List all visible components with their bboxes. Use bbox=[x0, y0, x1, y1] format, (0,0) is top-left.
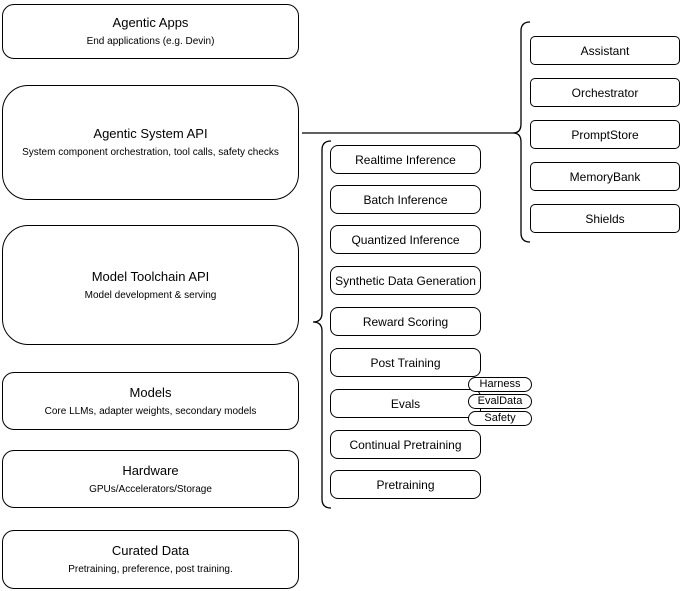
node-label: Batch Inference bbox=[363, 192, 448, 207]
node-label: Post Training bbox=[370, 355, 441, 370]
node-label: Continual Pretraining bbox=[349, 437, 462, 452]
node-evals-harness-tag: Harness bbox=[468, 377, 532, 392]
node-title: Hardware bbox=[122, 462, 179, 478]
node-label: EvalData bbox=[477, 395, 523, 407]
node-label: Shields bbox=[585, 211, 625, 226]
node-model-toolchain-api: Model Toolchain API Model development & … bbox=[2, 225, 299, 345]
node-batch-inference: Batch Inference bbox=[330, 185, 481, 214]
node-subtitle: System component orchestration, tool cal… bbox=[22, 147, 279, 158]
node-title: Agentic System API bbox=[93, 126, 208, 141]
node-title: Agentic Apps bbox=[112, 15, 189, 30]
node-subtitle: Core LLMs, adapter weights, secondary mo… bbox=[44, 405, 257, 417]
brace-system-components bbox=[512, 21, 531, 243]
node-agentic-system-api: Agentic System API System component orch… bbox=[2, 85, 299, 200]
node-label: Pretraining bbox=[376, 477, 435, 492]
node-label: MemoryBank bbox=[569, 169, 641, 184]
node-post-training: Post Training bbox=[330, 348, 481, 377]
node-evals-safety-tag: Safety bbox=[468, 411, 532, 426]
node-label: Realtime Inference bbox=[355, 152, 456, 167]
node-pretraining: Pretraining bbox=[330, 470, 481, 499]
node-label: Quantized Inference bbox=[351, 232, 460, 247]
node-assistant: Assistant bbox=[530, 36, 680, 65]
node-evals: Evals bbox=[330, 389, 481, 418]
node-subtitle: End applications (e.g. Devin) bbox=[86, 36, 215, 47]
node-hardware: Hardware GPUs/Accelerators/Storage bbox=[2, 450, 299, 508]
node-label: Assistant bbox=[580, 43, 630, 58]
node-label: Harness bbox=[479, 378, 521, 390]
node-promptstore: PromptStore bbox=[530, 120, 680, 149]
node-subtitle: GPUs/Accelerators/Storage bbox=[89, 483, 212, 495]
node-label: Reward Scoring bbox=[362, 314, 449, 329]
node-realtime-inference: Realtime Inference bbox=[330, 145, 481, 174]
node-memorybank: MemoryBank bbox=[530, 162, 680, 191]
node-label: PromptStore bbox=[571, 127, 639, 142]
node-orchestrator: Orchestrator bbox=[530, 78, 680, 107]
node-label: Evals bbox=[390, 396, 421, 411]
node-models: Models Core LLMs, adapter weights, secon… bbox=[2, 372, 299, 430]
node-synthetic-data-generation: Synthetic Data Generation bbox=[330, 266, 481, 295]
node-title: Curated Data bbox=[111, 543, 190, 558]
node-label: Safety bbox=[484, 412, 516, 424]
node-curated-data: Curated Data Pretraining, preference, po… bbox=[2, 530, 299, 589]
node-reward-scoring: Reward Scoring bbox=[330, 307, 481, 336]
node-quantized-inference: Quantized Inference bbox=[330, 225, 481, 254]
brace-toolchain-components bbox=[312, 140, 332, 509]
node-title: Models bbox=[129, 384, 172, 400]
node-evals-evaldata-tag: EvalData bbox=[468, 394, 532, 409]
node-label: Synthetic Data Generation bbox=[335, 273, 476, 288]
node-shields: Shields bbox=[530, 204, 680, 233]
node-title: Model Toolchain API bbox=[91, 268, 210, 284]
node-subtitle: Pretraining, preference, post training. bbox=[68, 564, 233, 575]
node-label: Orchestrator bbox=[571, 85, 639, 100]
node-continual-pretraining: Continual Pretraining bbox=[330, 430, 481, 459]
node-subtitle: Model development & serving bbox=[84, 289, 217, 301]
node-agentic-apps: Agentic Apps End applications (e.g. Devi… bbox=[2, 4, 299, 59]
